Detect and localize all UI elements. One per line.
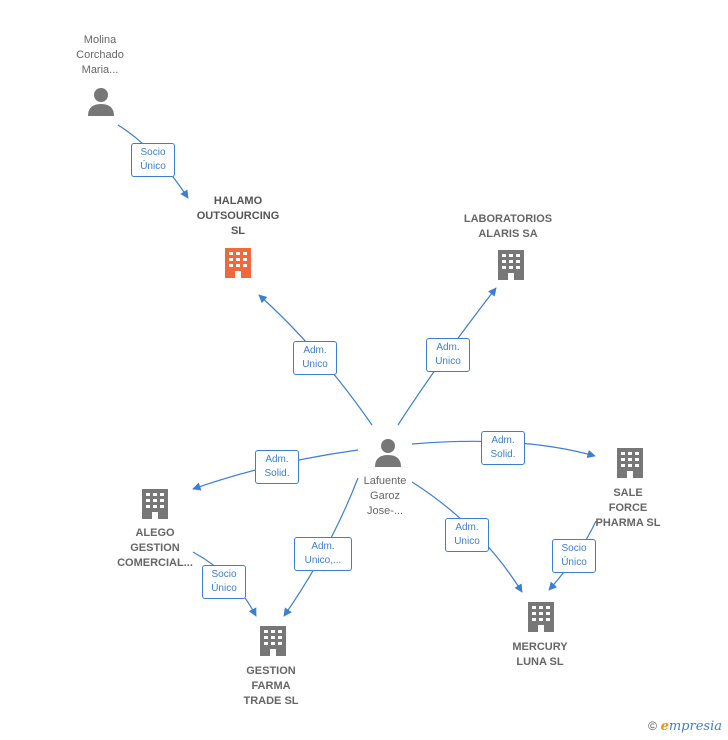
building-icon[interactable] [525, 600, 557, 634]
building-icon[interactable] [495, 248, 527, 282]
edge-label-lafuente-halamo[interactable]: Adm. Unico [293, 341, 337, 375]
node-label-sale-force[interactable]: SALE FORCE PHARMA SL [595, 487, 661, 529]
copyright-icon: © [648, 719, 657, 733]
brand-name: mpresia [668, 719, 722, 734]
node-label-halamo[interactable]: HALAMO OUTSOURCING SL [196, 195, 280, 237]
edge-label-lafuente-sale-force[interactable]: Adm. Solid. [481, 431, 525, 465]
edge-label-sale-force-mercury[interactable]: Socio Único [552, 539, 596, 573]
building-icon[interactable] [614, 446, 646, 480]
edge-label-lafuente-gestion[interactable]: Adm. Unico,... [294, 537, 352, 571]
edge-label-lafuente-mercury[interactable]: Adm. Unico [445, 518, 489, 552]
brand-e: e [660, 719, 669, 734]
building-icon[interactable] [222, 246, 254, 280]
node-label-gestion-farma[interactable]: GESTION FARMA TRADE SL [243, 665, 299, 707]
node-label-alego[interactable]: ALEGO GESTION COMERCIAL... [117, 527, 193, 569]
node-label-lafuente[interactable]: Lafuente Garoz Jose-... [363, 475, 407, 517]
building-icon[interactable] [257, 624, 289, 658]
edge-label-lafuente-alego[interactable]: Adm. Solid. [255, 450, 299, 484]
edge-label-molina-halamo[interactable]: Socio Único [131, 143, 175, 177]
edge-label-alego-gestion[interactable]: Socio Único [202, 565, 246, 599]
node-label-mercury[interactable]: MERCURY LUNA SL [512, 641, 568, 668]
building-icon[interactable] [139, 487, 171, 521]
edge-label-lafuente-laboratorios[interactable]: Adm. Unico [426, 338, 470, 372]
person-icon[interactable] [86, 86, 116, 118]
node-label-molina[interactable]: Molina Corchado Maria... [76, 34, 124, 76]
person-icon[interactable] [373, 437, 403, 469]
brand-logo[interactable]: © empresia [648, 718, 722, 734]
node-label-laboratorios[interactable]: LABORATORIOS ALARIS SA [463, 213, 553, 240]
